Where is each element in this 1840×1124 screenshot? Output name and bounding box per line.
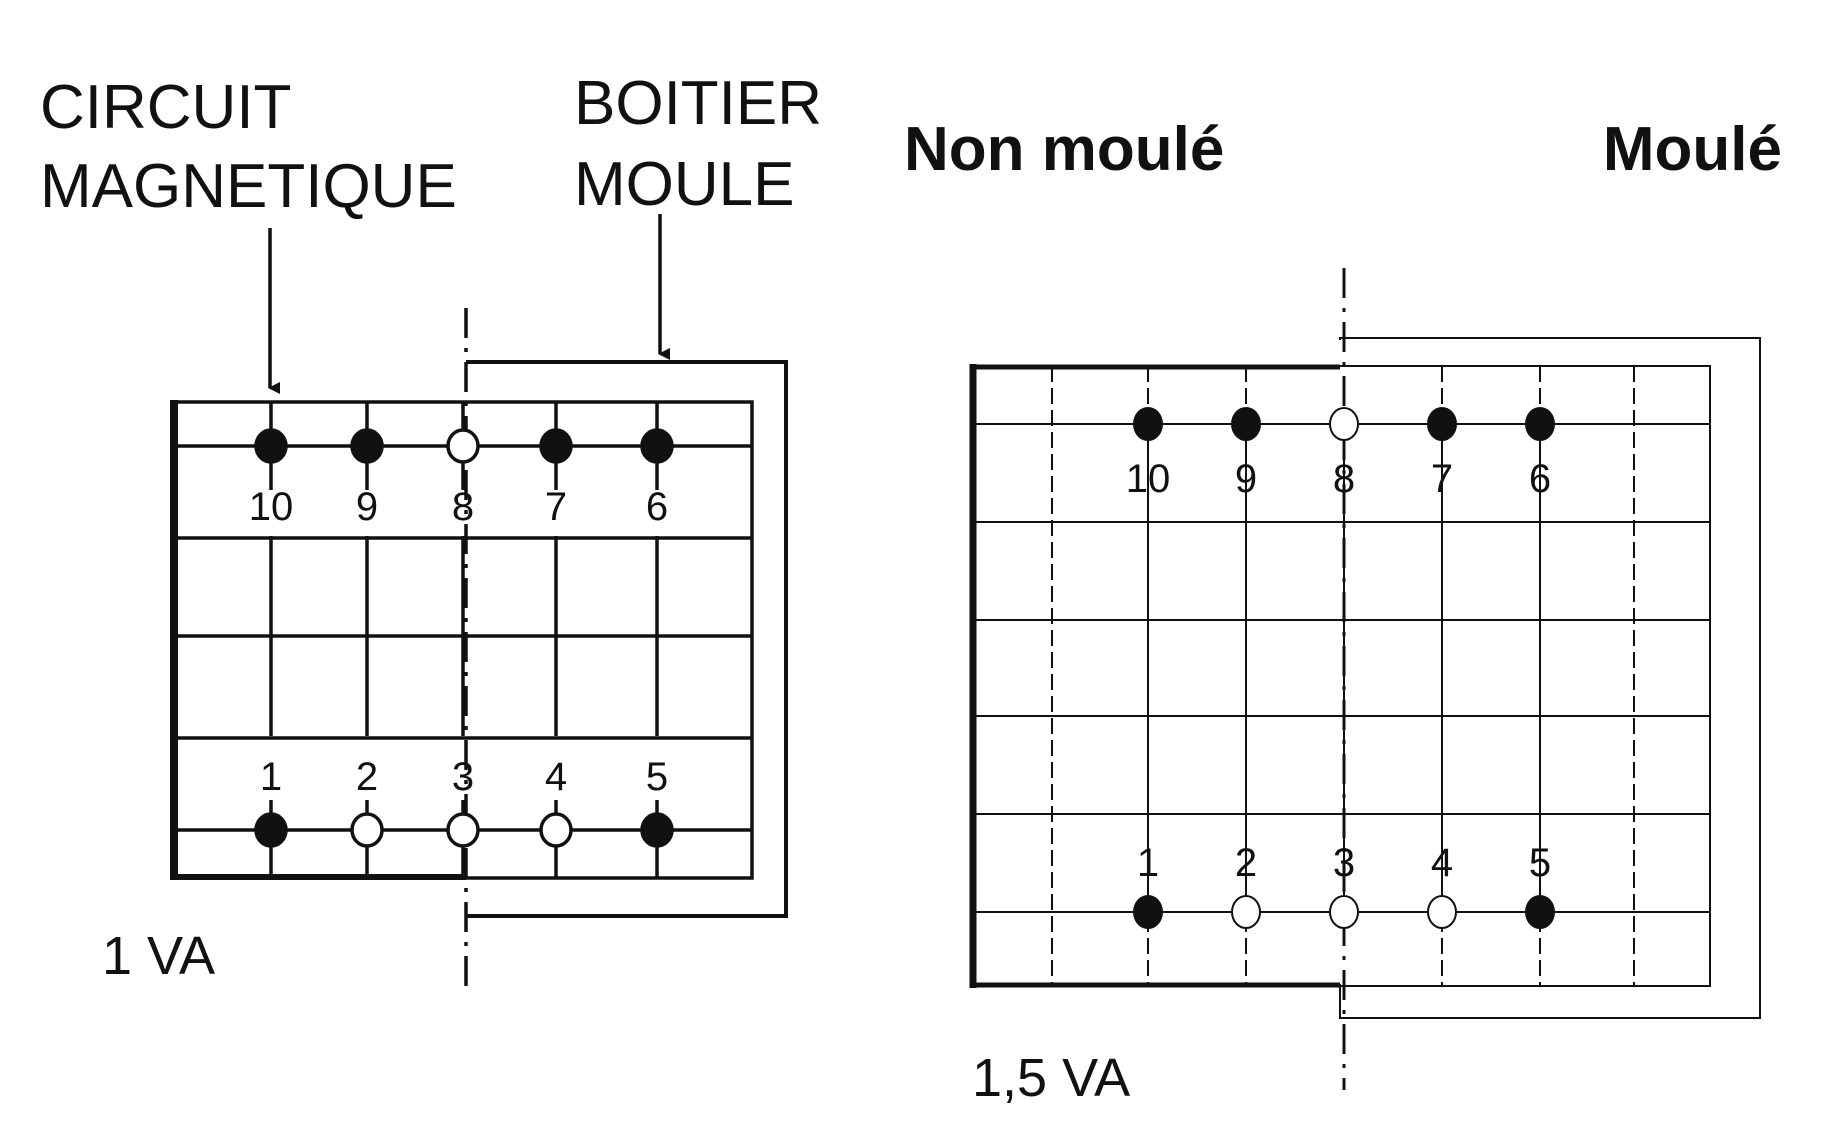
circuit-label-line2: MAGNETIQUE	[40, 152, 457, 221]
pin-filled	[1525, 895, 1555, 929]
right-diagram: 10 9 8 7 6 1 2 3 4 5 1,5 VA	[969, 268, 1761, 1108]
pin-number: 8	[452, 485, 474, 529]
pin-number: 3	[452, 755, 474, 799]
pin-filled	[1525, 407, 1555, 441]
boitier-label-line1: BOITIER	[574, 69, 822, 138]
pin-number: 2	[1235, 841, 1257, 885]
pin-filled	[640, 428, 674, 464]
right-top-pins: 10 9 8 7 6	[1126, 407, 1555, 501]
pin-empty	[1329, 895, 1359, 929]
pin-empty	[1329, 407, 1359, 441]
pin-filled	[350, 428, 384, 464]
non-moule-heading: Non moulé	[904, 115, 1224, 184]
pin-empty	[1231, 895, 1261, 929]
pin-number: 5	[1529, 841, 1551, 885]
pin-filled	[539, 428, 573, 464]
pin-number: 8	[1333, 457, 1355, 501]
left-molded-housing	[466, 360, 788, 918]
pin-number: 4	[1431, 841, 1453, 885]
pin-number: 1	[260, 755, 282, 799]
pin-empty	[350, 812, 384, 848]
pin-number: 10	[249, 485, 294, 529]
pin-empty	[1427, 895, 1457, 929]
pin-number: 3	[1333, 841, 1355, 885]
pin-number: 5	[646, 755, 668, 799]
boitier-label-line2: MOULE	[574, 150, 794, 219]
pin-number: 9	[356, 485, 378, 529]
pin-filled	[254, 428, 288, 464]
pin-empty	[446, 812, 480, 848]
pin-filled	[1133, 407, 1163, 441]
pin-number: 9	[1235, 457, 1257, 501]
left-rating-label: 1 VA	[102, 926, 215, 986]
right-rating-label: 1,5 VA	[972, 1048, 1130, 1108]
pin-number: 6	[1529, 457, 1551, 501]
pin-empty	[539, 812, 573, 848]
pin-number: 10	[1126, 457, 1171, 501]
circuit-label-line1: CIRCUIT	[40, 73, 291, 142]
pin-number: 6	[646, 485, 668, 529]
pin-number: 7	[1431, 457, 1453, 501]
left-top-pins: 10 9 8 7 6	[249, 428, 674, 529]
pin-empty	[446, 428, 480, 464]
pin-filled	[1231, 407, 1261, 441]
left-diagram: 10 9 8 7 6 1 2 3 4 5 1 VA	[102, 308, 788, 986]
pin-number: 7	[545, 485, 567, 529]
pin-number: 2	[356, 755, 378, 799]
pin-number: 4	[545, 755, 567, 799]
moule-heading: Moulé	[1603, 115, 1782, 184]
pin-filled	[1427, 407, 1457, 441]
pin-filled	[640, 812, 674, 848]
right-bottom-pins: 1 2 3 4 5	[1133, 841, 1555, 929]
left-bottom-pins: 1 2 3 4 5	[254, 755, 674, 848]
pin-filled	[1133, 895, 1163, 929]
right-molded-housing	[1339, 337, 1761, 1019]
pin-filled	[254, 812, 288, 848]
pin-number: 1	[1137, 841, 1159, 885]
